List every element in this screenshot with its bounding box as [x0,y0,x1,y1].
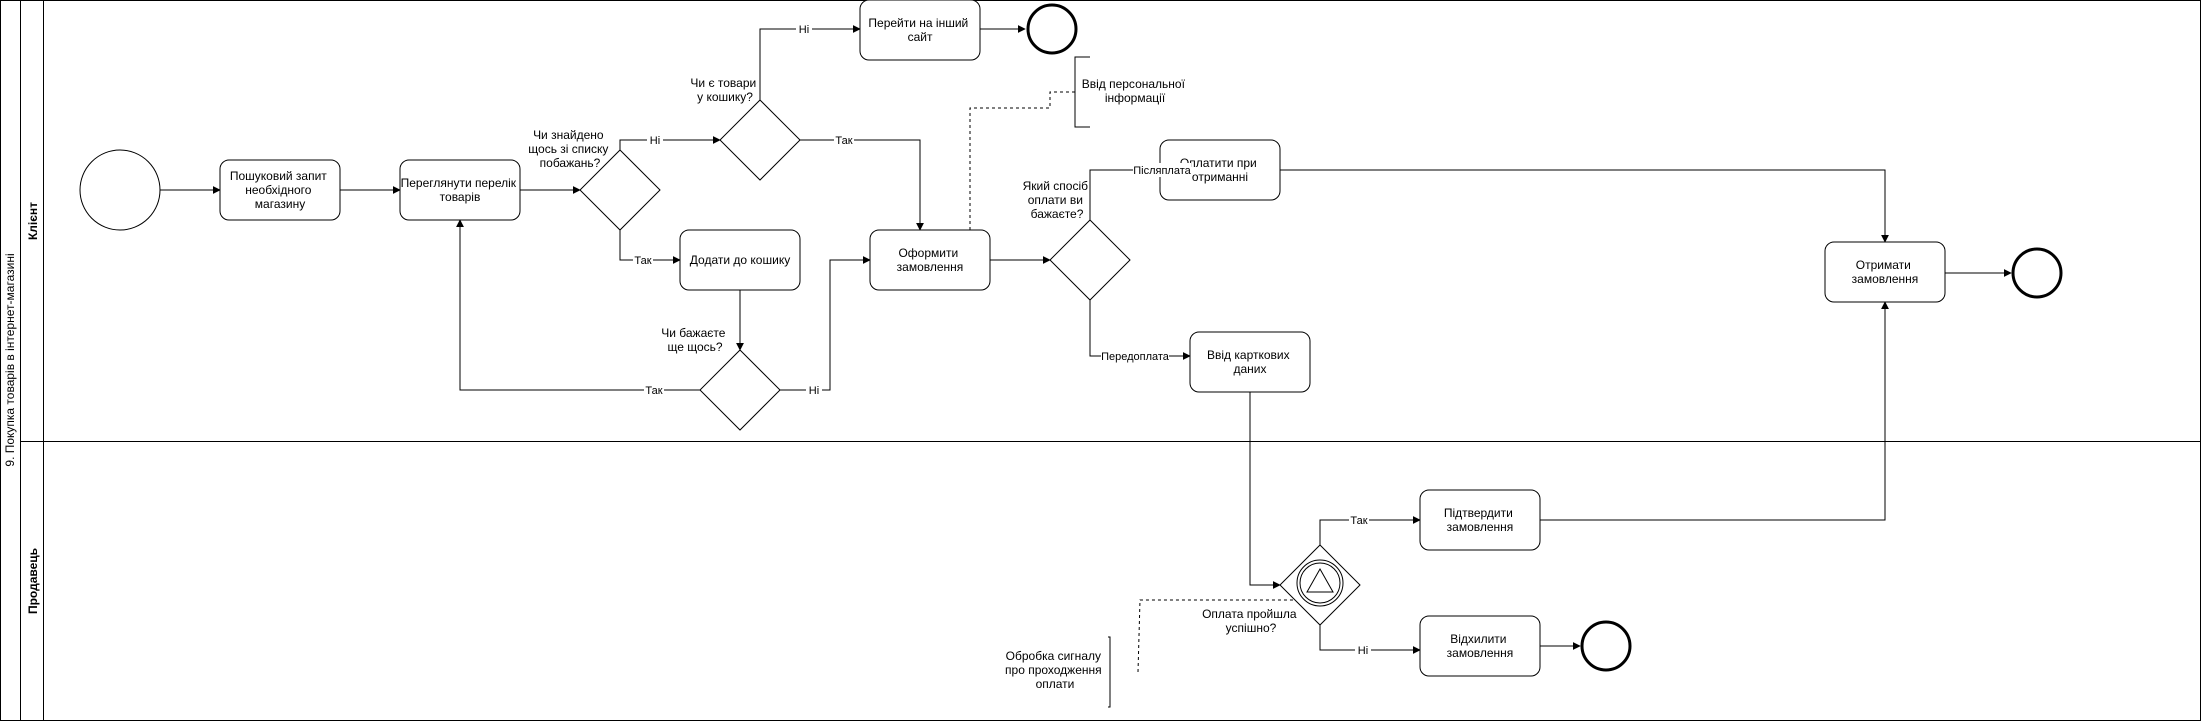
edge-label-bg [834,133,854,147]
task-browse-label: Переглянути перелік товарів [401,176,520,204]
flow-cart-no [759,25,861,100]
flow-found-yes [619,230,681,264]
edge-label-bg [1101,349,1169,363]
end-event-rejected [1580,620,1632,672]
task-search [219,159,341,221]
flow-cart-yes [800,139,924,231]
gateway-found [579,149,661,231]
task-other-site [859,0,981,61]
gateway-payment-signal [1279,544,1361,626]
edge-label-found-yes: Так [634,255,651,267]
task-card-data-label: Ввід карткових даних [1207,348,1293,376]
signal-triangle-icon [1306,567,1334,593]
task-browse [399,159,521,221]
task-search-label: Пошуковий запит необхідного магазину [230,169,330,211]
edge-label-bg [1349,513,1369,527]
gateway-payment-method [1049,219,1131,301]
associations [969,91,1320,673]
flow-confirm-to-receive [1540,301,1889,521]
annotation-bracket-signal [1108,636,1111,708]
sequence-flows [160,25,2012,654]
start-event [79,149,161,231]
edge-label-signal-yes: Так [1350,515,1367,527]
task-reject-order-label: Відхилити замовлення [1447,632,1514,660]
lane-title-seller: Продавець [26,548,40,614]
question-payment-ok: Оплата пройшла успішно? [1202,607,1300,635]
task-place-order [869,229,991,291]
task-add-to-cart [679,229,801,291]
task-other-site-label: Перейти на інший сайт [868,16,971,44]
signal-event-inner-ring [1299,562,1341,604]
task-reject-order [1419,615,1541,677]
annotation-signal-processing: Обробка сигналу про проходження оплати [1005,649,1105,691]
edge-label-bg [633,253,653,267]
edge-label-bg [806,383,822,397]
edge-label-postpay: Післяплата [1133,165,1191,177]
edge-label-cart-no: Ні [799,24,809,36]
question-payment-method: Який спосіб оплати ви бажаєте? [1023,179,1092,221]
task-pay-on-delivery-label: Оплатити при отриманні [1180,156,1260,184]
task-card-data [1189,331,1311,393]
edge-label-want-more-no: Ні [809,385,819,397]
annotation-personal-info: Ввід персональної інформації [1082,77,1189,105]
pool-title: 9. Покупка товарів в інтернет-магазині [3,253,17,466]
edge-label-cart-yes: Так [835,135,852,147]
flow-found-no [619,136,721,150]
flow-card-to-signal-gateway [1249,392,1281,589]
lane-title-client: Клієнт [26,202,40,240]
edge-label-bg [1355,643,1371,657]
gateway-want-more [699,349,781,431]
task-add-to-cart-label: Додати до кошику [690,253,790,267]
signal-event-icon [1296,559,1344,607]
gateways [579,99,1361,626]
annotation-bracket-personal-info [1074,56,1090,128]
edge-label-want-more-yes: Так [645,385,662,397]
flow-signal-no [1319,625,1421,654]
flow-signal-yes [1319,516,1421,545]
task-confirm-order-label: Підтвердити замовлення [1444,506,1516,534]
task-receive-order-label: Отримати замовлення [1852,258,1919,286]
end-event-other-site [1026,3,1078,55]
task-place-order-label: Оформити замовлення [897,246,964,274]
edge-label-prepay: Передоплата [1101,351,1170,363]
edge-label-signal-no: Ні [1358,645,1368,657]
question-found: Чи знайдено щось зі списку побажань? [528,128,611,170]
flow-payment-postpay [1089,166,1161,220]
association-signal-processing [1137,599,1320,673]
flow-payment-prepay [1089,300,1191,360]
task-labels: Пошуковий запит необхідного магазину Пер… [230,16,1918,660]
edge-labels: Ні Так Ні Так Так Ні Післяплата Передопл… [633,22,1371,657]
events [79,3,2063,672]
question-want-more: Чи бажаєте ще щось? [661,326,729,354]
edge-label-bg [796,22,812,36]
annotation-texts: Ввід персональної інформації Обробка сиг… [1005,77,1189,691]
edge-label-found-no: Ні [650,135,660,147]
gateway-cart-items [719,99,801,181]
task-receive-order [1824,241,1946,303]
flow-want-more-yes [456,219,700,391]
question-labels: Чи знайдено щось зі списку побажань? Чи … [528,76,1300,635]
edge-label-bg [644,383,664,397]
flow-want-more-no [780,256,871,391]
edge-label-bg [1133,163,1191,177]
annotation-brackets [1074,56,1111,708]
flow-postpay-to-receive [1280,169,1889,243]
end-event-received [2011,247,2063,299]
question-cart-items: Чи є товари у кошику? [690,76,759,104]
tasks [219,0,1946,677]
signal-event-outer-ring [1296,559,1344,607]
edge-label-bg [647,133,663,147]
task-confirm-order [1419,489,1541,551]
